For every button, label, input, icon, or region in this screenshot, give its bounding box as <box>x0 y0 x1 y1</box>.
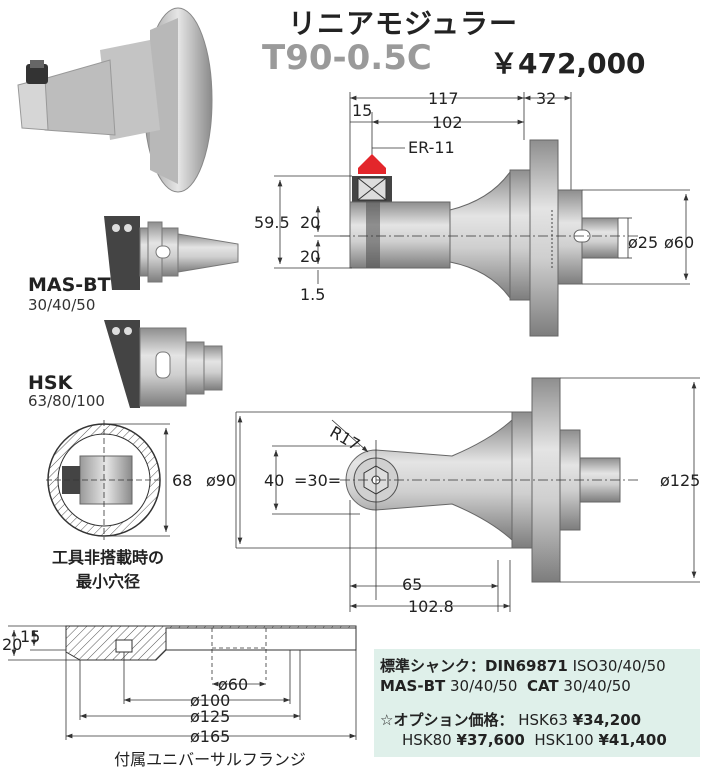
dim-15: 15 <box>352 101 372 120</box>
product-title: リニアモジュラー <box>288 7 519 40</box>
std-shank-iso: ISO30/40/50 <box>572 657 666 675</box>
std-shank-label: 標準シャンク： <box>380 657 486 675</box>
min-hole-diagram <box>46 420 170 540</box>
flange-dim-phi165: ø165 <box>190 727 230 746</box>
flange-dim-phi125: ø125 <box>190 707 230 726</box>
flange-dim-phi60: ø60 <box>218 675 248 694</box>
hsk-shank-icon <box>104 320 223 408</box>
min-hole-caption: 工具非搭載時の 最小穴径 <box>28 544 188 592</box>
dim-102-8: 102.8 <box>408 597 454 616</box>
dim-phi90: ø90 <box>206 471 236 490</box>
option-label: ☆オプション価格： <box>380 711 514 729</box>
dim-30: =30= <box>294 471 341 490</box>
flange-dim-phi100: ø100 <box>190 691 230 710</box>
option-hsk80: HSK80 <box>402 731 452 749</box>
dim-68: 68 <box>172 471 192 490</box>
hsk-label: HSK <box>28 372 73 394</box>
dim-40: 40 <box>264 471 284 490</box>
dim-phi125-plan: ø125 <box>660 471 700 490</box>
option-hsk100: HSK100 <box>534 731 594 749</box>
option-hsk63-price: ¥34,200 <box>572 711 642 729</box>
mas-bt-label: MAS-BT <box>28 274 111 296</box>
dim-65: 65 <box>402 575 422 594</box>
std-shank-cat-sizes: 30/40/50 <box>563 677 631 695</box>
mas-bt-shank-icon <box>104 216 239 290</box>
price: ￥472,000 <box>490 47 646 80</box>
dim-r17: R17 <box>327 422 364 454</box>
dim-102: 102 <box>432 113 463 132</box>
dim-20-upper: 20 <box>300 213 320 232</box>
model-number: T90-0.5C <box>262 38 432 78</box>
product-photo <box>17 7 213 193</box>
flange-caption: 付属ユニバーサルフランジ <box>114 750 306 769</box>
info-box: 標準シャンク：DIN69871 ISO30/40/50 MAS-BT 30/40… <box>374 649 700 757</box>
dim-32: 32 <box>536 89 556 108</box>
std-shank-masbt-sizes: 30/40/50 <box>450 677 518 695</box>
plan-view-drawing <box>235 377 700 612</box>
std-shank-masbt: MAS-BT <box>380 677 446 695</box>
std-shank-din: DIN69871 <box>485 657 568 675</box>
flange-dim-20: 20 <box>2 635 22 654</box>
option-hsk80-price: ¥37,600 <box>456 731 525 749</box>
dim-phi25: ø25 <box>628 233 658 252</box>
dim-20-lower: 20 <box>300 247 320 266</box>
mas-bt-sizes: 30/40/50 <box>28 296 96 314</box>
dim-er11: ER-11 <box>408 138 455 157</box>
min-hole-caption-line2: 最小穴径 <box>75 572 140 591</box>
flange-dim-15: 15 <box>20 627 40 646</box>
side-view-drawing <box>274 92 690 337</box>
std-shank-cat: CAT <box>526 677 559 695</box>
dim-1-5: 1.5 <box>300 285 325 304</box>
option-hsk63: HSK63 <box>518 711 568 729</box>
dim-59-5: 59.5 <box>254 213 290 232</box>
dim-phi60: ø60 <box>664 233 694 252</box>
min-hole-caption-line1: 工具非搭載時の <box>51 548 164 567</box>
flange-section-drawing <box>8 625 357 740</box>
dim-117: 117 <box>428 89 459 108</box>
hsk-sizes: 63/80/100 <box>28 392 105 410</box>
option-hsk100-price: ¥41,400 <box>598 731 667 749</box>
